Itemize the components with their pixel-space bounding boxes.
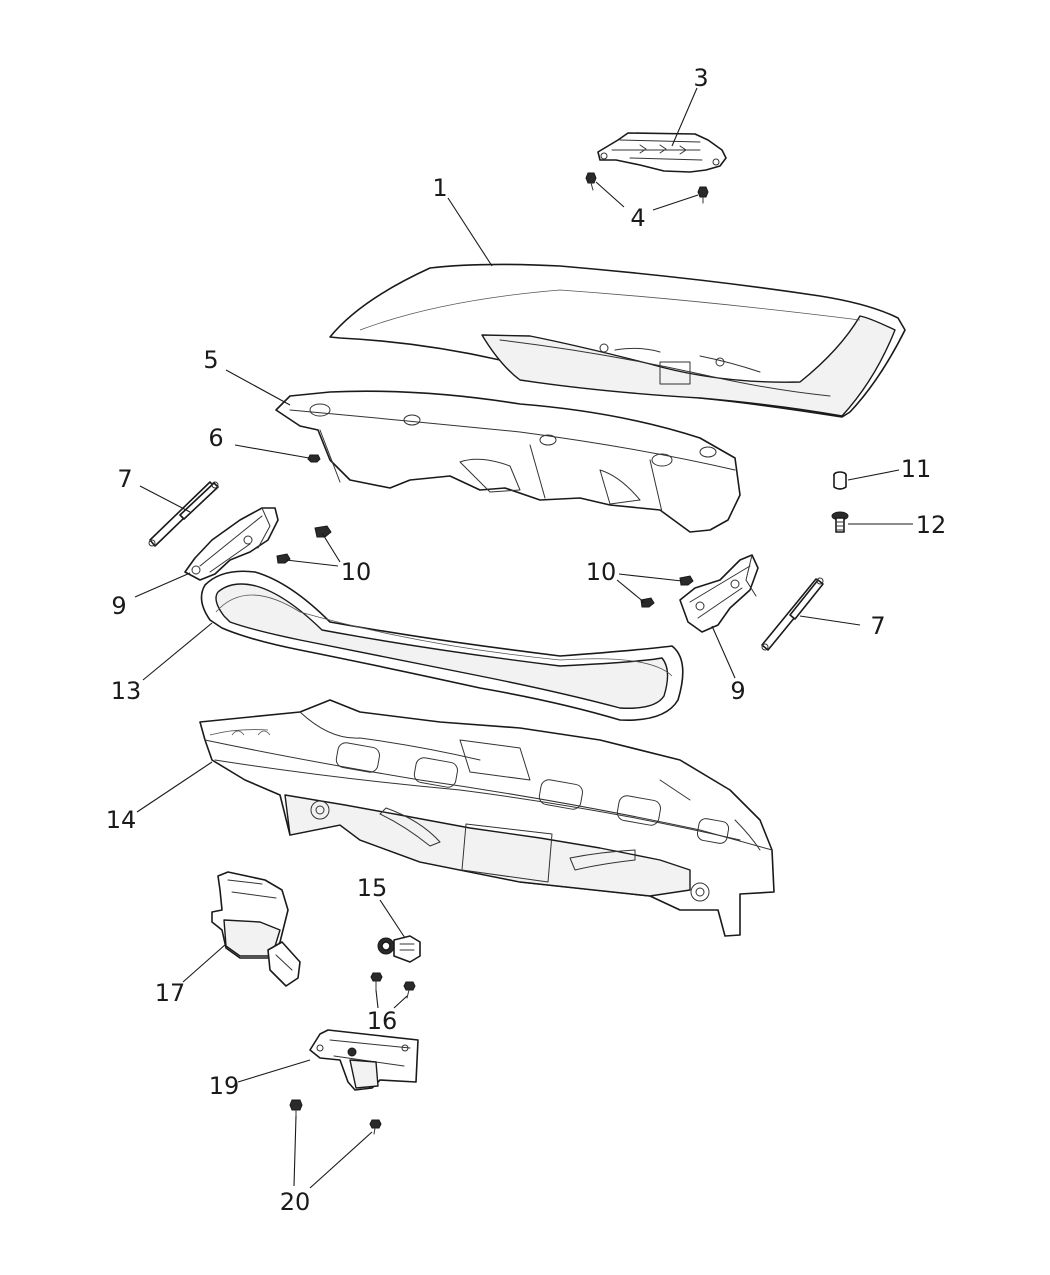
- callout-16: 16: [367, 1007, 398, 1035]
- callout-20: 20: [280, 1188, 311, 1216]
- callout-6: 6: [208, 424, 223, 452]
- callout-7-right: 7: [870, 612, 885, 640]
- callout-4: 4: [630, 204, 645, 232]
- part-7-left-strut: [148, 481, 219, 547]
- part-9-left-hinge: [184, 507, 279, 581]
- part-5-trim-panel: [275, 390, 741, 533]
- callout-19: 19: [209, 1072, 240, 1100]
- callout-1: 1: [432, 174, 447, 202]
- leader-lines: [134, 87, 913, 1189]
- part-17-actuator: [211, 871, 301, 987]
- callout-13: 13: [111, 677, 142, 705]
- part-9-right-hinge: [679, 554, 759, 633]
- part-12-bolt: [831, 511, 849, 533]
- part-19-latch: [309, 1029, 419, 1091]
- callout-9-left: 9: [111, 592, 126, 620]
- part-7-right-strut: [761, 577, 824, 651]
- part-11-bumper: [833, 471, 847, 490]
- callout-11: 11: [901, 455, 932, 483]
- part-6-clip: [307, 454, 321, 463]
- part-15-latch-switch: [377, 935, 421, 963]
- callout-9-right: 9: [730, 677, 745, 705]
- part-20-screws: [289, 1099, 382, 1135]
- part-13-weatherstrip: [200, 570, 684, 721]
- part-1-deck-lid: [329, 263, 906, 418]
- callout-10-left: 10: [341, 558, 372, 586]
- part-14-rear-panel: [199, 699, 775, 937]
- callout-12: 12: [916, 511, 947, 539]
- callout-17: 17: [155, 979, 186, 1007]
- part-16-screws: [370, 972, 416, 999]
- callout-3: 3: [693, 64, 708, 92]
- part-10-push-pins: [276, 525, 694, 608]
- callout-15: 15: [357, 874, 388, 902]
- callout-14: 14: [106, 806, 137, 834]
- callout-10-right: 10: [586, 558, 617, 586]
- callout-7-left: 7: [117, 465, 132, 493]
- callout-5: 5: [203, 346, 218, 374]
- callout-labels: 3 4 1 5 6 7 9 10 10 11 12 7 9 13 14 15 1…: [106, 64, 947, 1216]
- part-3-lamp-assembly: [597, 132, 727, 173]
- part-4-screws: [585, 172, 709, 204]
